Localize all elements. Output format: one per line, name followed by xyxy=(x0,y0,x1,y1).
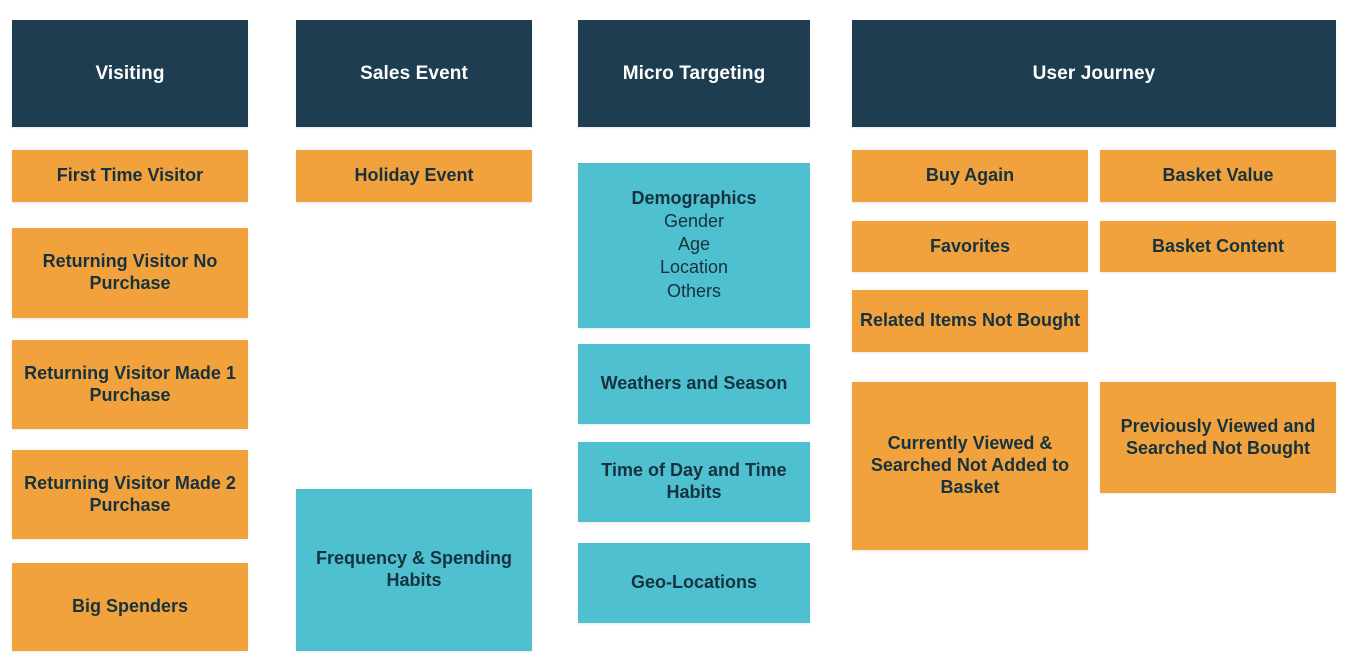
node-geo-locations[interactable]: Geo-Locations xyxy=(578,543,810,623)
column-header-user-journey-label: User Journey xyxy=(1032,62,1156,84)
node-buy-again[interactable]: Buy Again xyxy=(852,150,1088,202)
node-holiday-event-label: Holiday Event xyxy=(354,165,474,186)
node-basket-content-label: Basket Content xyxy=(1151,235,1285,256)
node-returning-visitor-2-purchase-label: Returning Visitor Made 2 Purchase xyxy=(24,472,236,515)
node-first-time-visitor[interactable]: First Time Visitor xyxy=(12,150,248,202)
column-header-sales-event[interactable]: Sales Event xyxy=(296,20,532,127)
node-demographics-sub-location: Location xyxy=(659,257,729,278)
node-demographics-label: Demographics xyxy=(631,187,757,208)
node-related-items-not-bought[interactable]: Related Items Not Bought xyxy=(852,290,1088,352)
node-returning-visitor-1-purchase[interactable]: Returning Visitor Made 1 Purchase xyxy=(12,340,248,429)
node-basket-content[interactable]: Basket Content xyxy=(1100,221,1336,272)
node-buy-again-label: Buy Again xyxy=(925,165,1015,186)
node-weathers-and-season[interactable]: Weathers and Season xyxy=(578,344,810,424)
node-previously-viewed-and-searched-not-bought[interactable]: Previously Viewed and Searched Not Bough… xyxy=(1100,382,1336,493)
node-returning-visitor-no-purchase[interactable]: Returning Visitor No Purchase xyxy=(12,228,248,318)
node-demographics-content: Demographics Gender Age Location Others xyxy=(584,188,804,304)
node-favorites-label: Favorites xyxy=(929,235,1011,256)
node-big-spenders[interactable]: Big Spenders xyxy=(12,563,248,651)
node-weathers-and-season-label: Weathers and Season xyxy=(600,373,788,394)
node-returning-visitor-1-purchase-label: Returning Visitor Made 1 Purchase xyxy=(24,362,236,405)
node-first-time-visitor-label: First Time Visitor xyxy=(56,165,204,186)
node-demographics-sublist: Gender Age Location Others xyxy=(584,210,804,304)
node-basket-value[interactable]: Basket Value xyxy=(1100,150,1336,202)
node-basket-value-label: Basket Value xyxy=(1162,165,1274,186)
node-currently-viewed-searched-not-added-to-basket[interactable]: Currently Viewed & Searched Not Added to… xyxy=(852,382,1088,550)
node-frequency-spending-habits-label: Frequency & Spending Habits xyxy=(315,548,513,590)
node-geo-locations-label: Geo-Locations xyxy=(630,572,757,593)
node-demographics-sub-age: Age xyxy=(677,234,711,255)
column-header-visiting-label: Visiting xyxy=(95,62,165,84)
node-demographics-sub-others: Others xyxy=(666,280,722,301)
node-frequency-spending-habits[interactable]: Frequency & Spending Habits xyxy=(296,489,532,651)
column-header-visiting[interactable]: Visiting xyxy=(12,20,248,127)
node-previously-viewed-and-searched-not-bought-label: Previously Viewed and Searched Not Bough… xyxy=(1120,415,1316,458)
node-related-items-not-bought-label: Related Items Not Bought xyxy=(859,310,1080,331)
node-returning-visitor-2-purchase[interactable]: Returning Visitor Made 2 Purchase xyxy=(12,450,248,539)
node-holiday-event[interactable]: Holiday Event xyxy=(296,150,532,202)
column-header-micro-targeting[interactable]: Micro Targeting xyxy=(578,20,810,127)
node-time-of-day-and-time-habits[interactable]: Time of Day and Time Habits xyxy=(578,442,810,522)
node-currently-viewed-searched-not-added-to-basket-label: Currently Viewed & Searched Not Added to… xyxy=(870,433,1070,497)
node-big-spenders-label: Big Spenders xyxy=(71,596,189,617)
node-favorites[interactable]: Favorites xyxy=(852,221,1088,272)
node-demographics-sub-gender: Gender xyxy=(663,210,725,231)
column-header-sales-event-label: Sales Event xyxy=(360,62,468,84)
node-demographics[interactable]: Demographics Gender Age Location Others xyxy=(578,163,810,328)
column-header-micro-targeting-label: Micro Targeting xyxy=(622,62,766,84)
column-header-user-journey[interactable]: User Journey xyxy=(852,20,1336,127)
node-time-of-day-and-time-habits-label: Time of Day and Time Habits xyxy=(601,460,787,502)
node-returning-visitor-no-purchase-label: Returning Visitor No Purchase xyxy=(42,251,218,293)
